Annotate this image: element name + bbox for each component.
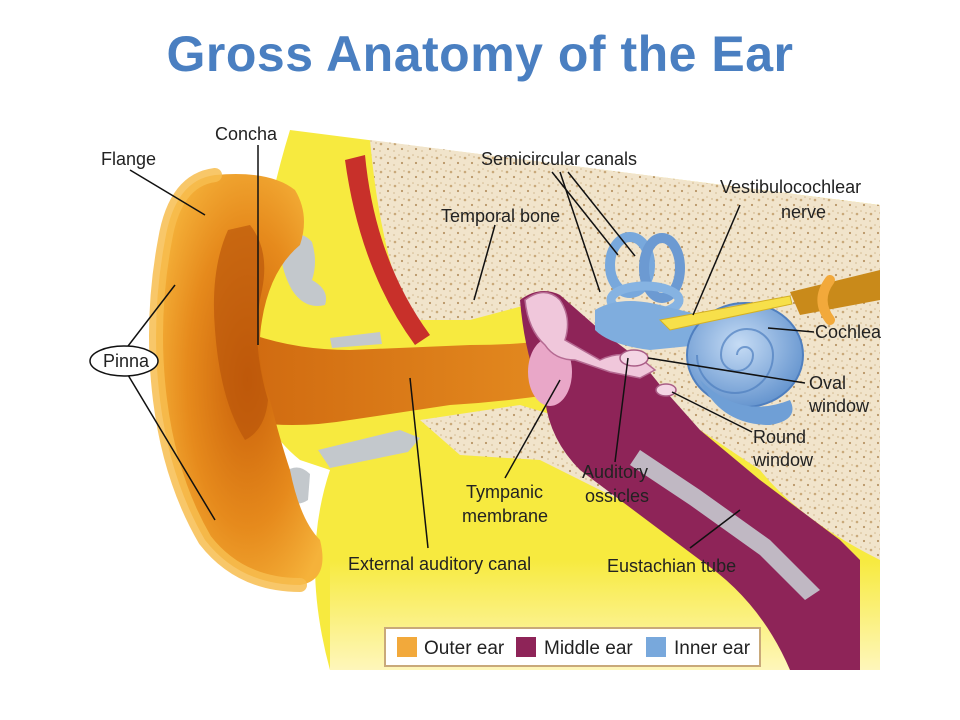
slide-title: Gross Anatomy of the Ear bbox=[166, 26, 794, 82]
middle-ear-shape bbox=[520, 291, 860, 670]
legend: Outer ear Middle ear Inner ear bbox=[384, 627, 761, 667]
label-pinna: Pinna bbox=[103, 351, 150, 371]
label-tympanic-membrane-line-1: Tympanic bbox=[466, 482, 543, 502]
cartilage-upper bbox=[281, 234, 327, 306]
legend-swatch-inner-ear bbox=[646, 637, 666, 657]
label-vestibulocochlear-line-1: Vestibulocochlear bbox=[720, 177, 861, 197]
external-auditory-canal-shape bbox=[240, 330, 548, 425]
label-temporal-bone: Temporal bone bbox=[441, 206, 560, 226]
legend-box bbox=[384, 627, 761, 667]
eustachian-tube-shape bbox=[630, 450, 820, 600]
label-auditory-ossicles-line-1: Auditory bbox=[582, 462, 648, 482]
label-flange: Flange bbox=[101, 149, 156, 169]
concha-shape bbox=[213, 225, 268, 440]
nerve-fibers bbox=[658, 295, 793, 331]
nerve-trunk bbox=[790, 270, 880, 315]
label-external-auditory-canal: External auditory canal bbox=[348, 554, 531, 574]
label-auditory-ossicles-line-2: ossicles bbox=[585, 486, 649, 506]
label-eustachian-tube: Eustachian tube bbox=[607, 556, 736, 576]
leader-lines bbox=[124, 145, 815, 549]
semicircular-canal-2 bbox=[639, 233, 685, 303]
label-round-window-line-2: window bbox=[752, 450, 814, 470]
legend-swatch-outer-ear bbox=[397, 637, 417, 657]
label-oval-window-line-2: window bbox=[808, 396, 870, 416]
legend-label-middle-ear: Middle ear bbox=[544, 638, 633, 659]
legend-label-inner-ear: Inner ear bbox=[674, 638, 751, 659]
round-window-shape bbox=[655, 383, 677, 397]
pinna-label-outline bbox=[89, 345, 159, 377]
legend-label-outer-ear: Outer ear bbox=[424, 638, 505, 659]
cochlea-spiral bbox=[696, 328, 775, 394]
oval-window-shape bbox=[619, 349, 649, 367]
cartilage-lower-1 bbox=[318, 430, 420, 468]
legend-swatch-middle-ear bbox=[516, 637, 536, 657]
label-tympanic-membrane-line-2: membrane bbox=[462, 506, 548, 526]
semicircular-canal-1 bbox=[605, 232, 655, 298]
label-semicircular-canals: Semicircular canals bbox=[481, 149, 637, 169]
label-oval-window-line-1: Oval bbox=[809, 373, 846, 393]
cochlea-underside bbox=[700, 380, 793, 425]
label-vestibulocochlear-line-2: nerve bbox=[781, 202, 826, 222]
label-round-window-line-1: Round bbox=[753, 427, 806, 447]
label-cochlea: Cochlea bbox=[815, 322, 882, 342]
pinna-rim bbox=[149, 168, 307, 592]
cartilage-middle bbox=[330, 332, 382, 348]
vestibule-shape bbox=[595, 301, 708, 350]
label-concha: Concha bbox=[215, 124, 278, 144]
temporalis-muscle bbox=[345, 155, 430, 345]
nerve-cut-end bbox=[817, 275, 835, 325]
